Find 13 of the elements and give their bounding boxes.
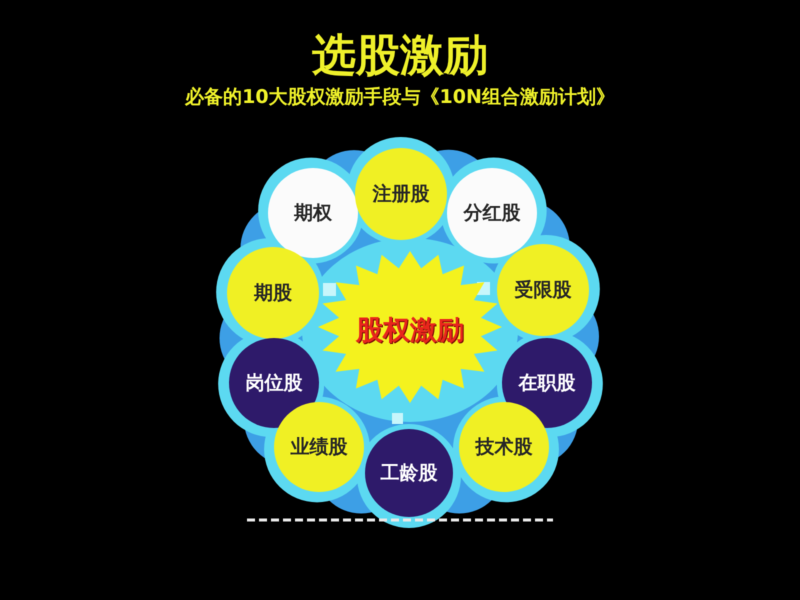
circle-label: 岗位股 bbox=[246, 372, 302, 394]
circle-label: 在职股 bbox=[518, 372, 576, 394]
circle-label: 业绩股 bbox=[290, 436, 348, 458]
page-title: 选股激励 bbox=[312, 29, 488, 83]
starburst-label: 股权激励 bbox=[356, 314, 464, 348]
circle-label: 注册股 bbox=[372, 184, 430, 204]
subtitle: 必备的10大股权激励手段与《10N组合激励计划》 bbox=[185, 85, 615, 110]
circle-label: 工龄股 bbox=[380, 462, 438, 484]
circle-label: 期权 bbox=[294, 202, 332, 224]
circle-label: 期股 bbox=[254, 282, 292, 304]
circle-label: 分红股 bbox=[464, 202, 520, 224]
circle-label: 受限股 bbox=[514, 280, 572, 300]
circle-label: 技术股 bbox=[476, 436, 532, 458]
